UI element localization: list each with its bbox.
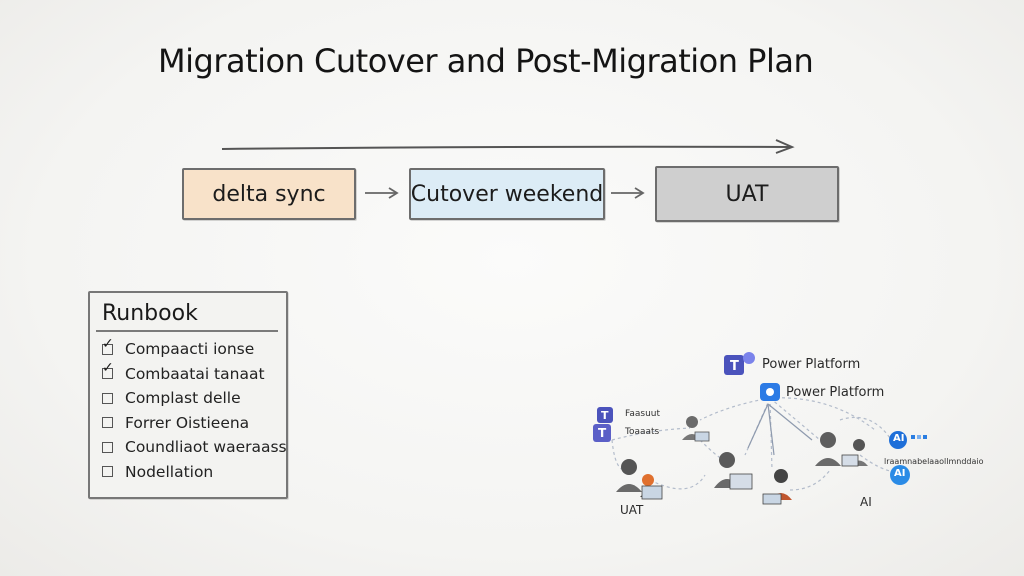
runbook-panel: Runbook ✓ Compaacti ionse ✓ Combaatai ta… [88,291,288,499]
stage-label: UAT [725,181,769,207]
checklist-item-label: Nodellation [125,462,214,481]
checklist-item-label: Compaacti ionse [125,340,255,359]
checkbox-checked-icon: ✓ [102,361,114,380]
stage-label: Cutover weekend [410,181,604,207]
checklist-item-label: Forrer Oistieena [125,413,250,432]
person-with-laptop-icon [815,432,868,467]
person-with-laptop-icon [616,459,663,500]
checkbox-empty-icon [102,392,113,404]
svg-text:T: T [730,359,739,374]
teams-label: Toaaats [625,427,660,437]
network-arrows [747,403,813,456]
power-platform-label-hub: Power Platform [786,385,885,400]
checkbox-empty-icon [102,466,113,478]
checklist-item-label: Complast delle [125,389,241,408]
ai-badge-text: AI [894,468,906,479]
person-with-laptop-icon [762,469,792,505]
person-with-laptop-icon [682,416,710,442]
ai-label: AI [860,495,872,509]
teams-icon: T T [593,407,613,442]
checklist-item-label: Combaatai tanaat [125,364,265,383]
checklist-item: ✓ Combaatai tanaat [102,361,287,387]
teams-label: Faasuut [625,409,661,419]
checklist-item: Complast delle [102,386,287,411]
stage-uat: UAT [655,166,839,222]
ai-icon [889,431,927,485]
runbook-checklist: ✓ Compaacti ionse ✓ Combaatai tanaat Com… [102,337,287,484]
ai-caption: lraamnabelaaollmnddaio [884,457,984,466]
svg-text:T: T [598,426,607,440]
power-platform-label-top: Power Platform [762,357,861,372]
person-with-laptop-icon [714,452,753,490]
runbook-divider [96,330,278,332]
ai-badge-text: AI [893,433,905,444]
teams-icon: T [724,352,755,375]
stage-connector-arrow-1 [365,187,399,199]
power-platform-icon [760,383,780,401]
checklist-item: Forrer Oistieena [102,411,287,436]
checklist-item: Nodellation [102,460,287,485]
checkbox-checked-icon: ✓ [102,337,114,355]
page-title: Migration Cutover and Post-Migration Pla… [158,42,814,80]
checklist-item-label: Coundliaot waeraass [125,438,287,457]
stage-delta-sync: delta sync [182,168,356,220]
uat-label: UAT [620,503,644,517]
checkbox-empty-icon [102,441,113,453]
stage-connector-arrow-2 [611,187,645,199]
checklist-item: Coundliaot waeraass [102,435,287,460]
checklist-item: ✓ Compaacti ionse [102,337,287,362]
runbook-title: Runbook [102,301,198,326]
checkbox-empty-icon [102,417,113,429]
stage-cutover-weekend: Cutover weekend [409,168,605,220]
stage-label: delta sync [212,181,326,207]
svg-text:T: T [601,409,609,422]
